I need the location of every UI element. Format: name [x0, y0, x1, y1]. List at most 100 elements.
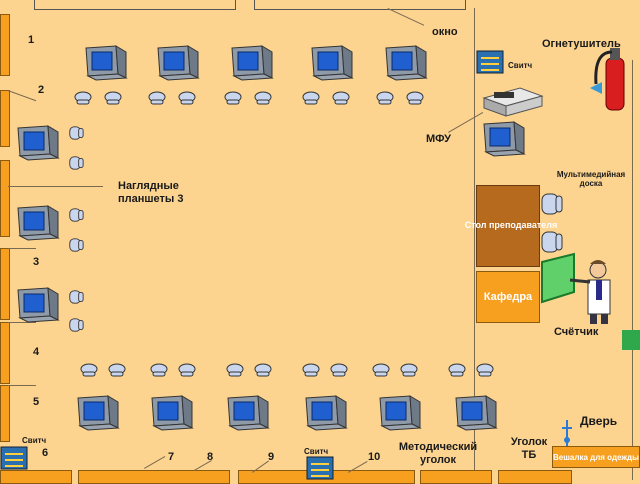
coat-rack-label: Вешалка для одежды [553, 452, 639, 462]
number-9: 9 [268, 451, 275, 463]
computer-icon [77, 395, 119, 431]
computer-icon [483, 121, 525, 157]
computer-icon [85, 45, 127, 81]
visual-tablets-label: Наглядные планшеты 3 [118, 180, 184, 205]
switch-icon-top [476, 50, 504, 74]
counter-box [622, 330, 640, 350]
chair-icon [69, 290, 84, 304]
teacher-chairs [541, 193, 563, 253]
left-divider-2 [8, 186, 103, 187]
window-label: окно [432, 26, 458, 38]
top-window-left [34, 0, 236, 10]
chair-icon [74, 91, 92, 105]
left-divider-5 [8, 385, 36, 386]
chair-icon [406, 91, 424, 105]
number-6: 6 [42, 447, 49, 459]
computer-icon [305, 395, 347, 431]
switch-label-bottom: Свитч [304, 447, 329, 456]
computer-icon [379, 395, 421, 431]
chair-icon [104, 91, 122, 105]
chair-icon [108, 363, 126, 377]
number-8: 8 [207, 451, 214, 463]
left-divider-3 [8, 248, 36, 249]
bottom-panel-4 [420, 470, 492, 484]
number-5: 5 [33, 396, 40, 408]
counter-label: Счётчик [554, 326, 599, 338]
computer-icon [231, 45, 273, 81]
coat-rack: Вешалка для одежды [552, 446, 640, 468]
teacher-figure-icon [541, 252, 611, 324]
chair-icon [254, 91, 272, 105]
chair-icon [376, 91, 394, 105]
door-icon [562, 420, 572, 446]
lectern: Кафедра [476, 271, 540, 323]
window-pointer [387, 8, 425, 26]
chair-icon [178, 363, 196, 377]
computer-icon [455, 395, 497, 431]
right-wall-panel [632, 130, 640, 330]
computer-icon [157, 45, 199, 81]
number-1: 1 [28, 34, 35, 46]
chair-icon [302, 91, 320, 105]
chair-icon [332, 91, 350, 105]
chair-icon [372, 363, 390, 377]
number-3: 3 [33, 256, 40, 268]
chair-icon [69, 126, 84, 140]
top-window-right [254, 0, 466, 10]
pointer-7 [144, 456, 166, 469]
chair-icon [69, 156, 84, 170]
chair-icon [69, 318, 84, 332]
computer-icon [385, 45, 427, 81]
chair-icon [254, 363, 272, 377]
multimedia-board-label: Мультимедийная доска [556, 170, 626, 189]
left-wall-panel-2 [0, 90, 10, 147]
switch-icon-left [0, 446, 28, 470]
chair-icon [448, 363, 466, 377]
switch-label-top: Свитч [508, 61, 533, 70]
fire-extinguisher-icon [590, 48, 625, 111]
chair-icon [69, 208, 84, 222]
chair-icon [541, 231, 563, 253]
methodical-corner-label: Методический уголок [398, 441, 478, 466]
computer-icon [151, 395, 193, 431]
computer-icon [311, 45, 353, 81]
extinguisher-label: Огнетушитель [542, 38, 621, 50]
chair-icon [150, 363, 168, 377]
bottom-panel-1 [0, 470, 72, 484]
chair-icon [400, 363, 418, 377]
computer-icon [17, 125, 59, 161]
chair-icon [541, 193, 563, 215]
switch-icon-bottom [306, 456, 334, 480]
number-10: 10 [368, 451, 381, 463]
left-divider-1 [7, 90, 37, 102]
left-wall-panel-1 [0, 14, 10, 76]
computer-icon [17, 205, 59, 241]
left-wall-panel-5 [0, 322, 10, 384]
left-divider-4 [8, 322, 36, 323]
lectern-label: Кафедра [483, 291, 533, 303]
safety-corner-label: Уголок ТБ [510, 436, 548, 461]
chair-icon [226, 363, 244, 377]
bottom-panel-2 [78, 470, 230, 484]
left-wall-panel-3 [0, 160, 10, 237]
chair-icon [330, 363, 348, 377]
chair-icon [224, 91, 242, 105]
inner-wall [474, 8, 475, 478]
chair-icon [148, 91, 166, 105]
left-wall-panel-4 [0, 248, 10, 320]
door-label: Дверь [580, 414, 618, 428]
computer-icon [17, 287, 59, 323]
bottom-panel-5 [498, 470, 572, 484]
chair-icon [178, 91, 196, 105]
chair-icon [302, 363, 320, 377]
printer-icon [482, 87, 544, 117]
chair-icon [476, 363, 494, 377]
number-2: 2 [38, 84, 45, 96]
number-7: 7 [168, 451, 175, 463]
mfu-label: МФУ [426, 133, 451, 145]
switch-label-left: Свитч [22, 436, 47, 445]
number-4: 4 [33, 346, 40, 358]
teacher-table-label: Стол преподавателя [464, 220, 558, 230]
teacher-table: Стол преподавателя [465, 185, 557, 267]
left-wall-panel-6 [0, 385, 10, 442]
